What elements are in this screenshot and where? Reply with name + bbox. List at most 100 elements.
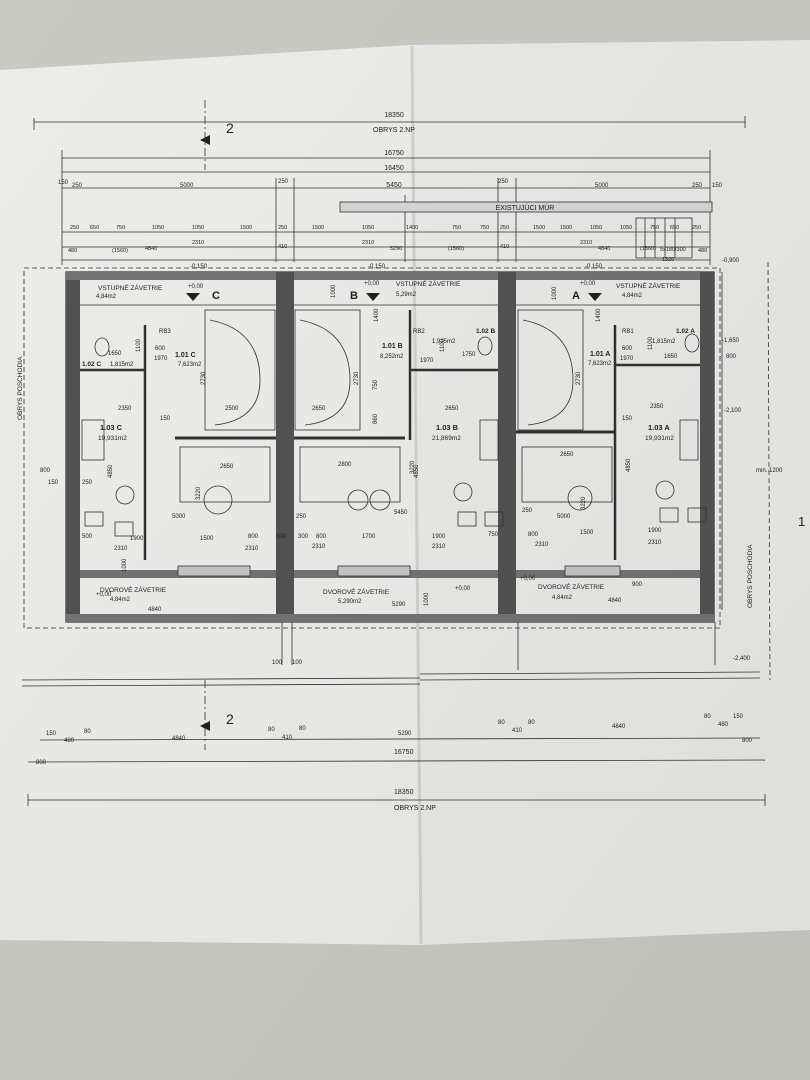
- top-dim-r2-1: 650: [90, 225, 99, 231]
- dim-1000-a: 1000: [552, 286, 558, 300]
- top-dim-r1-4: 250: [498, 179, 509, 185]
- section-mark-top: 2: [226, 120, 234, 136]
- bottom-dim-11: 4840: [612, 724, 626, 730]
- dim-1900-b: 1900: [432, 534, 446, 540]
- unit-a-wc: 1.02 A: [676, 328, 695, 335]
- bottom-dim-8: 80: [498, 720, 505, 726]
- side-label-right: OBRYS POSCHODIA: [747, 544, 754, 608]
- top-dim-r3-4: 410: [278, 244, 287, 250]
- dim-800-right: 800: [726, 354, 737, 360]
- top-dim-r2-11: 750: [480, 225, 489, 231]
- dim-500-c: 500: [82, 534, 93, 540]
- dim-sofa-a: 2650: [560, 452, 574, 458]
- unit-b-entry-level: +0,00: [364, 281, 380, 287]
- dim-5000-a: 5000: [557, 514, 571, 520]
- unit-c-court-level: +0,00: [96, 592, 112, 598]
- dim-250-b: 250: [296, 514, 307, 520]
- unit-c-court-width: 4840: [148, 607, 162, 613]
- top-dim-r3-3: 2310: [192, 240, 204, 246]
- dim-16750-top: 16750: [384, 150, 404, 157]
- dim-3220-b: 3220: [410, 460, 416, 474]
- dim-2730-a: 2730: [576, 371, 582, 385]
- dim-100-right: 100: [292, 660, 303, 666]
- stair-rise-label: 5x180/300: [660, 247, 686, 253]
- dim-4850-c: 4850: [108, 464, 114, 478]
- dim-5450-b: 5450: [394, 510, 408, 516]
- dim-wc-a: 1650: [664, 354, 678, 360]
- unit-a-living-area: 19,931m2: [645, 435, 674, 442]
- dim-250-c: 250: [82, 480, 93, 486]
- unit-c-entry: VSTUPNÉ ZÁVETRIE: [98, 283, 163, 292]
- top-dim-r3-2: 4840: [145, 246, 157, 252]
- top-dim-r1-3: 250: [278, 179, 289, 185]
- bottom-dim-2: 80: [84, 729, 91, 735]
- top-dim-r2-13: 250: [500, 225, 509, 231]
- dim-wc-c: 1650: [108, 351, 122, 357]
- top-dim-r1-0: 150: [58, 180, 69, 186]
- bottom-dim-5: 410: [282, 735, 293, 741]
- top-dim-r2-4: 1050: [192, 225, 204, 231]
- dim-1900-c: 1900: [130, 536, 144, 542]
- dim-2310-b2: 2310: [432, 544, 446, 550]
- dim-2310-a1: 2310: [535, 542, 549, 548]
- top-dim-r3-11: (1560): [640, 246, 656, 252]
- dim-860-b: 860: [373, 413, 379, 424]
- dim-150-a: 150: [622, 416, 633, 422]
- dim-1900-a: 1900: [648, 528, 662, 534]
- dim-300-b: 300: [298, 534, 309, 540]
- dim-3220-c: 3220: [196, 486, 202, 500]
- dim-800-left: 800: [40, 468, 51, 474]
- top-dim-r2-0: 250: [70, 225, 79, 231]
- top-dim-r2-2: 750: [116, 225, 125, 231]
- unit-c-rb: RB3: [159, 329, 171, 335]
- level-2100: -2,100: [724, 408, 742, 414]
- dim-2310-c1: 2310: [114, 546, 128, 552]
- dim-stair-b: 2650: [312, 406, 326, 412]
- unit-a-hall: 1.01 A: [590, 351, 610, 358]
- dim-1500-c: 1500: [200, 536, 214, 542]
- bottom-dim-14: 150: [733, 714, 744, 720]
- top-dim-r3-10: 2310: [580, 240, 592, 246]
- bottom-dim-4: 80: [268, 727, 275, 733]
- level-0900: -0,900: [722, 258, 740, 264]
- dim-min1200: min. 1200: [756, 468, 783, 474]
- section-mark-right: 1: [798, 514, 805, 529]
- top-dim-r1-7: 150: [712, 183, 723, 189]
- dim-400-c: 1000: [122, 558, 128, 572]
- unit-b-hall-area: 8,252m2: [380, 354, 404, 360]
- dim-750-b-vert: 750: [373, 379, 379, 390]
- dim-1970-a: 1970: [620, 356, 634, 362]
- top-dim-r2-8: 1050: [362, 225, 374, 231]
- unit-a-court: DVOROVÉ ZÁVETRIE: [538, 582, 605, 591]
- outline-label-top: OBRYS 2.NP: [373, 127, 415, 134]
- bottom-dim-13: 480: [718, 722, 729, 728]
- top-dim-r2-17: 750: [650, 225, 659, 231]
- unit-c-wc: 1.02 C: [82, 361, 101, 368]
- dim-150-c: 150: [160, 416, 171, 422]
- top-dim-r3-9: 4840: [598, 246, 610, 252]
- unit-b-court-area: 5,290m2: [338, 599, 362, 605]
- bottom-total-16750: 16750: [394, 749, 414, 756]
- top-dim-r3-7: (1560): [448, 246, 464, 252]
- bottom-dim-1: 480: [64, 738, 75, 744]
- top-dim-r2-9: 1400: [406, 225, 418, 231]
- bottom-dim-6: 80: [299, 726, 306, 732]
- unit-b-court-level: +0,00: [455, 586, 471, 592]
- top-dim-r2-19: 250: [692, 225, 701, 231]
- dim-2310-b1: 2310: [312, 544, 326, 550]
- unit-b-living: 1.03 B: [436, 423, 459, 432]
- unit-b-mark: B: [350, 290, 358, 302]
- dim-800-c: 800: [248, 534, 259, 540]
- side-label-left: OBRYS POSCHODIA: [17, 356, 24, 420]
- top-dim-r2-3: 1050: [152, 225, 164, 231]
- dim-1500-a: 1500: [580, 530, 594, 536]
- dim-2310-c2: 2310: [245, 546, 259, 552]
- top-dim-r2-5: 1500: [240, 225, 252, 231]
- unit-c-hall-area: 7,623m2: [178, 362, 202, 368]
- top-dim-r1-6: 250: [692, 183, 703, 189]
- dim-1970-b: 1970: [420, 358, 434, 364]
- unit-c-mark: C: [212, 290, 220, 302]
- dim-sofa-c: 2650: [220, 464, 234, 470]
- dim-1400-b: 1400: [374, 308, 380, 322]
